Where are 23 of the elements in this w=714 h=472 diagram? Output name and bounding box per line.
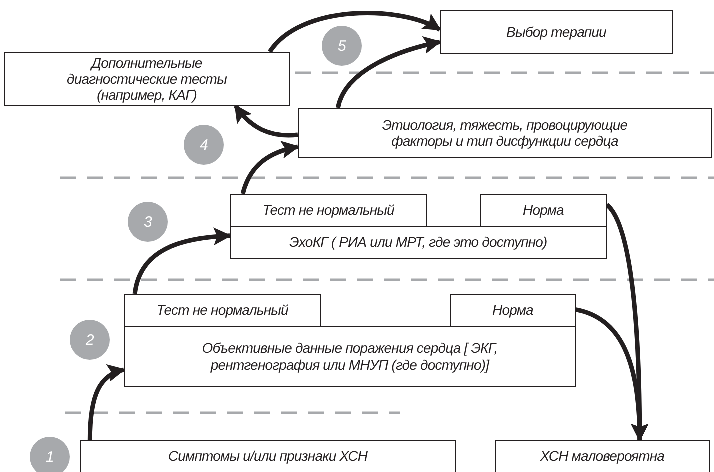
step-number: 5: [322, 26, 362, 66]
result-box: Тест не нормальный: [124, 294, 321, 327]
arrow: [234, 104, 298, 138]
process-box: Объективные данные поражения сердца [ ЭКГ, рентгенография или МНУП (где доступно)]: [124, 326, 576, 387]
result-box: Тест не нормальный: [230, 194, 427, 227]
process-box: Симптомы и/или признаки ХСН: [80, 440, 456, 472]
arrow: [240, 142, 300, 195]
process-box: Дополнительные диагностические тесты (например, КАГ): [4, 52, 290, 106]
arrow: [88, 366, 126, 440]
arrow: [268, 11, 442, 54]
outcome-box: ХСН маловероятна: [495, 440, 710, 472]
arrow: [336, 36, 442, 109]
step-number: 4: [184, 125, 224, 165]
result-box: Норма: [450, 294, 576, 327]
arrow: [132, 228, 232, 294]
arrow: [575, 308, 649, 442]
step-number: 3: [128, 202, 168, 242]
process-box: Выбор терапии: [440, 10, 673, 54]
result-box: Норма: [480, 194, 607, 227]
process-box: ЭхоКГ ( РИА или МРТ, где это доступно): [230, 226, 607, 259]
step-number: 2: [70, 320, 110, 360]
step-number: 1: [30, 437, 70, 472]
process-box: Этиология, тяжесть, провоцирующие факторы и тип дисфункции сердца: [298, 108, 712, 158]
